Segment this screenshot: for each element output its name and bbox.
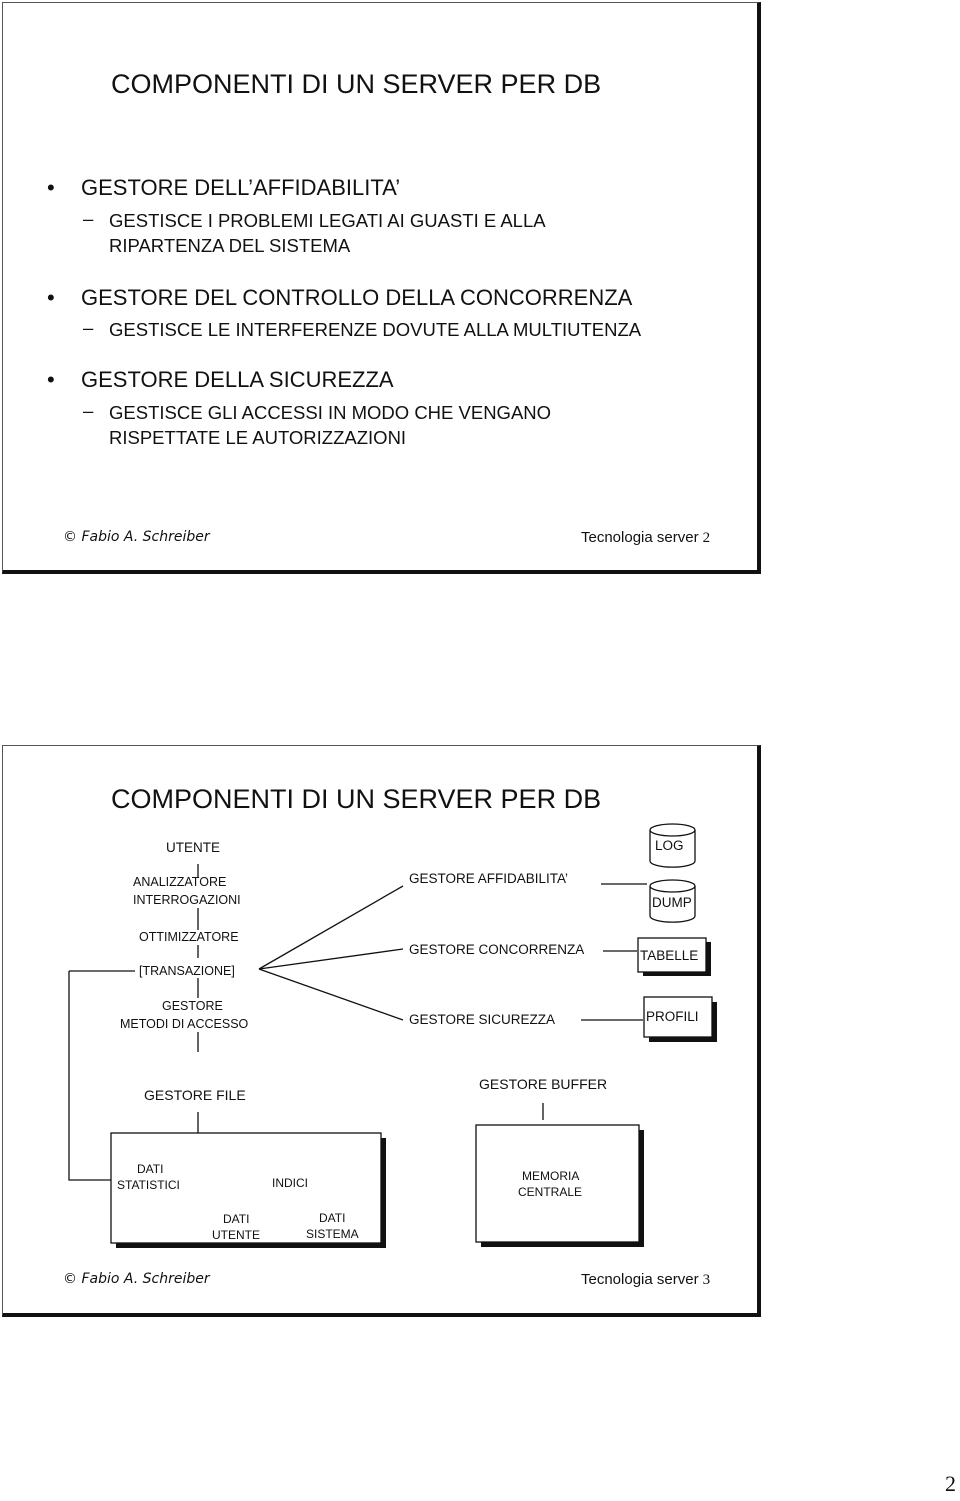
dash-icon: – <box>83 208 94 229</box>
label-indici: INDICI <box>272 1176 308 1190</box>
connector-line <box>258 968 404 1021</box>
sub-bullet-text: GESTISCE I PROBLEMI LEGATI AI GUASTI E A… <box>109 210 546 231</box>
slide-title: COMPONENTI DI UN SERVER PER DB <box>111 784 602 814</box>
bullet-affidabilita: GESTORE DELL’AFFIDABILITA’ <box>81 175 401 200</box>
label-dati-sistema-2: SISTEMA <box>306 1227 359 1241</box>
label-metodi-accesso: METODI DI ACCESSO <box>120 1017 249 1031</box>
footer-author: © Fabio A. Schreiber <box>63 1271 210 1287</box>
label-memoria: MEMORIA <box>522 1169 580 1183</box>
label-dati-utente-2: UTENTE <box>212 1228 260 1242</box>
connector-line <box>258 885 404 970</box>
label-tabelle: TABELLE <box>640 948 699 963</box>
bullet-icon: • <box>47 285 55 310</box>
bullet-sicurezza: GESTORE DELLA SICUREZZA <box>81 367 394 392</box>
label-statistici: STATISTICI <box>117 1178 180 1192</box>
bullet-concorrenza: GESTORE DEL CONTROLLO DELLA CONCORRENZA <box>81 285 633 310</box>
label-dati-sistema-1: DATI <box>319 1211 346 1225</box>
label-profili: PROFILI <box>646 1009 699 1024</box>
memoria-box <box>475 1124 640 1243</box>
tabelle-box <box>637 937 707 973</box>
label-dati-utente-1: DATI <box>223 1212 250 1226</box>
connector-line <box>258 948 404 970</box>
label-gestore-file: GESTORE FILE <box>144 1087 246 1103</box>
label-centrale: CENTRALE <box>518 1185 583 1199</box>
log-cylinder <box>649 823 696 868</box>
label-gestore: GESTORE <box>162 999 223 1013</box>
slide-title: COMPONENTI DI UN SERVER PER DB <box>111 69 602 99</box>
connector-line <box>68 971 113 1181</box>
architecture-diagram <box>68 823 717 1248</box>
dump-cylinder <box>649 879 696 923</box>
label-gestore-sicurezza: GESTORE SICUREZZA <box>409 1012 556 1027</box>
label-transazione: [TRANSAZIONE] <box>139 964 235 978</box>
profili-box <box>643 996 713 1038</box>
footer-section-label: Tecnologia server <box>581 1271 699 1288</box>
label-utente: UTENTE <box>166 840 220 855</box>
footer-section-label: Tecnologia server <box>581 529 699 546</box>
label-gestore-buffer: GESTORE BUFFER <box>479 1076 608 1092</box>
bullet-icon: • <box>47 367 55 392</box>
label-ottimizzatore: OTTIMIZZATORE <box>139 930 239 944</box>
sub-bullet-text: GESTISCE LE INTERFERENZE DOVUTE ALLA MUL… <box>109 319 642 340</box>
footer-author: © Fabio A. Schreiber <box>63 529 210 545</box>
label-gestore-concorrenza: GESTORE CONCORRENZA <box>409 942 585 957</box>
slide-2: COMPONENTI DI UN SERVER PER DB • GESTORE… <box>2 2 761 574</box>
sub-bullet-text: RIPARTENZA DEL SISTEMA <box>109 235 351 256</box>
slide-number: 2 <box>702 530 711 546</box>
label-dati: DATI <box>137 1162 164 1176</box>
label-gestore-affidabilita: GESTORE AFFIDABILITA’ <box>409 871 569 886</box>
sub-bullet-text: GESTISCE GLI ACCESSI IN MODO CHE VENGANO <box>109 402 552 423</box>
slide-3: COMPONENTI DI UN SERVER PER DB <box>2 745 761 1317</box>
page-number: 2 <box>945 1471 956 1496</box>
label-interrogazioni: INTERROGAZIONI <box>133 893 241 907</box>
label-dump: DUMP <box>652 895 692 910</box>
label-analizzatore: ANALIZZATORE <box>133 875 227 889</box>
dash-icon: – <box>83 400 94 421</box>
disk-box <box>110 1132 382 1244</box>
sub-bullet-text: RISPETTATE LE AUTORIZZAZIONI <box>109 427 407 448</box>
bullet-icon: • <box>47 175 55 200</box>
dash-icon: – <box>83 317 94 338</box>
label-log: LOG <box>655 838 684 853</box>
slide-number: 3 <box>702 1272 711 1288</box>
